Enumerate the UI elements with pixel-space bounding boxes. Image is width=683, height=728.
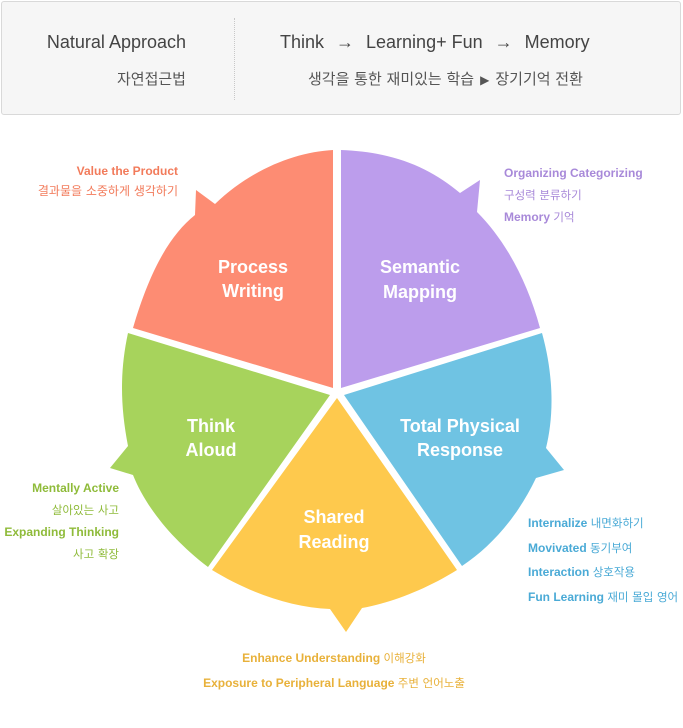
label-tpr-2: Response xyxy=(417,440,503,460)
note-tpr-item: Movivated 동기부여 xyxy=(528,536,678,561)
label-semantic-mapping-2: Mapping xyxy=(383,282,457,302)
flow-step-learning: Learning+ Fun xyxy=(366,32,483,52)
note-sm-line3-en: Memory xyxy=(504,210,551,224)
note-semantic-mapping: Organizing Categorizing 구성력 분류하기 Memory … xyxy=(504,162,643,228)
header-left-subtitle: 자연접근법 xyxy=(116,70,186,88)
note-ta-item1-ko: 살아있는 사고 xyxy=(51,503,119,517)
note-sr-item1-en: Enhance Understanding xyxy=(242,651,381,665)
subtitle-part2: 장기기억 전환 xyxy=(495,70,583,88)
note-pw-line1: Value the Product xyxy=(76,164,178,178)
subtitle-part1: 생각을 통한 재미있는 학습 xyxy=(308,70,475,88)
triangle-right-icon: ▶ xyxy=(480,73,490,87)
note-tpr-item2-ko: 동기부여 xyxy=(590,540,633,555)
header-banner: Natural Approach 자연접근법 Think → Learning+ F… xyxy=(1,1,681,115)
note-sm-line2: 구성력 분류하기 xyxy=(504,188,582,202)
note-ta-item2-en: Expanding Thinking xyxy=(4,525,119,539)
note-tpr-item4-ko: 재미 몰입 영어 xyxy=(607,589,679,604)
note-shared-reading: Enhance Understanding 이해강화 Exposure to P… xyxy=(198,646,470,696)
note-sm-line1: Organizing Categorizing xyxy=(504,166,643,180)
note-tpr-item3-ko: 상호작용 xyxy=(592,565,636,579)
note-process-writing: Value the Product 결과물을 소중하게 생각하기 xyxy=(38,160,178,200)
label-process-writing-2: Writing xyxy=(222,281,284,301)
note-tpr-item2-en: Movivated xyxy=(528,540,587,555)
note-think-aloud: Mentally Active 살아있는 사고 Expanding Thinki… xyxy=(4,477,119,565)
label-shared-reading-1: Shared xyxy=(303,507,364,527)
arrow-right-icon: → xyxy=(336,32,355,52)
arrow-right-icon: → xyxy=(494,32,513,52)
flow-step-think: Think xyxy=(280,32,325,52)
note-tpr-item1-en: Internalize xyxy=(528,516,588,530)
header-right-title: Think → Learning+ Fun → Memory xyxy=(280,32,590,53)
segment-tpr xyxy=(344,333,564,566)
segment-process-writing xyxy=(133,150,333,388)
note-tpr-item: Fun Learning 재미 몰입 영어 xyxy=(528,585,678,610)
note-tpr-item4-en: Fun Learning xyxy=(528,589,604,604)
segment-shared-reading xyxy=(212,398,457,632)
note-pw-line2: 결과물을 소중하게 생각하기 xyxy=(37,184,178,198)
note-sm-line3-ko: 기억 xyxy=(553,210,575,224)
note-sr-item2-ko: 주변 언어노출 xyxy=(397,676,465,690)
flow-step-memory: Memory xyxy=(524,32,590,52)
label-think-aloud-2: Aloud xyxy=(186,440,237,460)
note-tpr-item1-ko: 내면화하기 xyxy=(590,516,644,530)
segment-semantic-mapping xyxy=(341,150,540,388)
label-shared-reading-2: Reading xyxy=(298,532,369,552)
label-think-aloud-1: Think xyxy=(187,416,236,436)
note-tpr-item3-en: Interaction xyxy=(528,565,590,579)
note-sr-item1-ko: 이해강화 xyxy=(383,651,426,665)
label-semantic-mapping-1: Semantic xyxy=(380,257,460,277)
note-tpr-item: Internalize 내면화하기 xyxy=(528,511,678,536)
label-process-writing-1: Process xyxy=(218,257,288,277)
segment-think-aloud xyxy=(110,333,330,567)
header-divider xyxy=(234,18,235,100)
header-left-title: Natural Approach xyxy=(46,32,186,52)
note-tpr-item: Interaction 상호작용 xyxy=(528,560,678,585)
note-sr-item2-en: Exposure to Peripheral Language xyxy=(203,676,395,690)
note-ta-item1-en: Mentally Active xyxy=(32,481,119,495)
note-tpr: Internalize 내면화하기 Movivated 동기부여 Interac… xyxy=(528,511,678,609)
note-ta-item2-ko: 사고 확장 xyxy=(73,547,119,561)
label-tpr-1: Total Physical xyxy=(400,416,520,436)
header-right-subtitle: 생각을 통한 재미있는 학습 ▶ 장기기억 전환 xyxy=(308,68,583,89)
